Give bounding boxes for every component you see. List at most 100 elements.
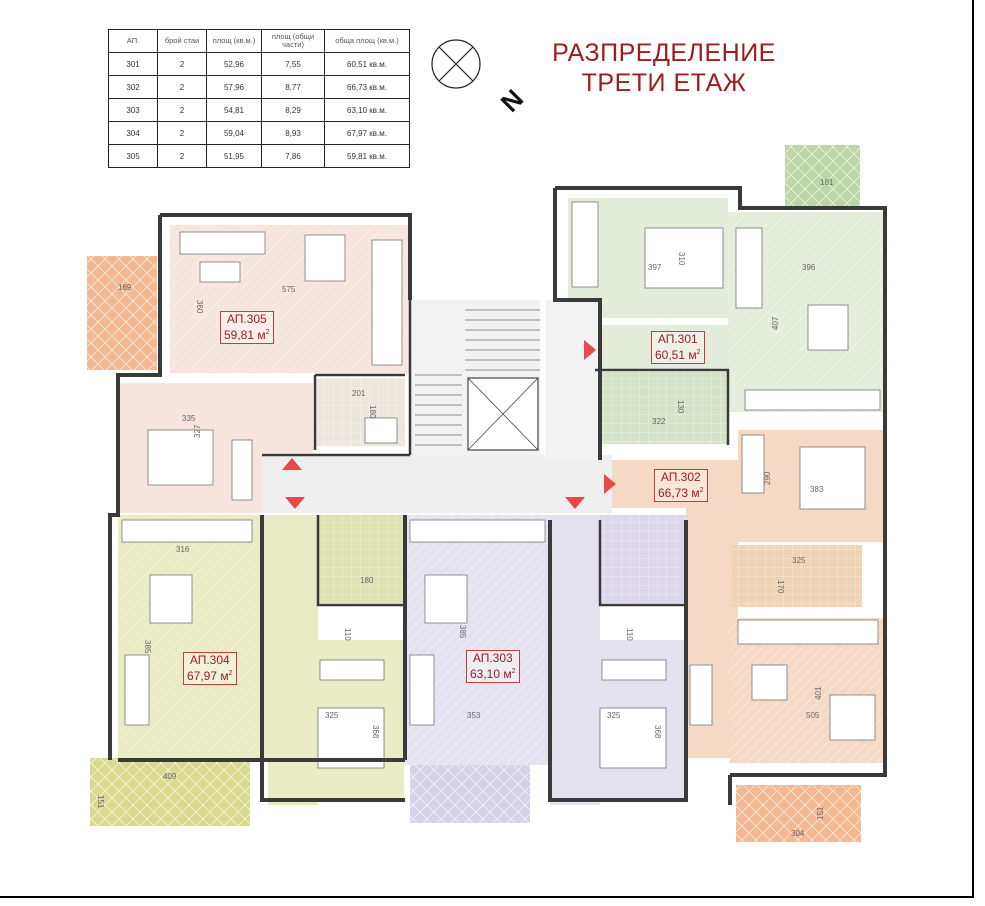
common-area	[262, 300, 612, 513]
apartment-area: 63,10 м	[470, 667, 512, 681]
apartment-area: 59,81 м	[224, 328, 266, 342]
table-cell: 54,81	[206, 98, 262, 122]
ap305-table	[199, 261, 241, 283]
corridor	[262, 455, 612, 513]
apartment-301	[568, 145, 883, 444]
apartment-name: АП.304	[189, 653, 230, 667]
dim: 397	[648, 263, 662, 272]
apartment-area: 66,73 м	[658, 486, 700, 500]
apartment-label-303: АП.303 63,10 м2	[466, 650, 520, 683]
ap301-dining	[807, 304, 849, 351]
table-cell: 2	[157, 144, 207, 168]
area-unit-sup: 2	[699, 487, 704, 494]
ap301-hall	[600, 325, 728, 370]
dim: 401	[814, 686, 823, 700]
apartment-area-line: 66,73 м2	[658, 484, 704, 500]
ap304-kitchen	[121, 519, 253, 543]
ap305-bed	[147, 429, 214, 486]
wall-stair	[262, 300, 412, 457]
table-header: площ (общи части)	[261, 29, 325, 53]
dim: 335	[182, 414, 196, 423]
dim: 169	[118, 283, 132, 292]
dim: 180	[368, 405, 377, 419]
landing	[545, 300, 600, 460]
ap304-sofa	[124, 654, 150, 726]
dim: 130	[676, 400, 685, 414]
ap301-bed	[644, 227, 724, 289]
ap302-armchair	[751, 664, 788, 701]
dim: 110	[625, 628, 634, 641]
wall-bottom	[260, 515, 688, 802]
dim: 290	[763, 471, 772, 485]
ap303-hall	[550, 515, 600, 805]
entry-arrows	[282, 340, 616, 509]
ap301-sofa	[735, 227, 763, 309]
table-header-row: АП. брой стаи площ (кв.м.) площ (общи ча…	[108, 29, 410, 53]
ap304-dining	[149, 574, 193, 624]
apartment-302	[612, 430, 886, 842]
apartment-area: 67,97 м	[187, 669, 229, 683]
apartment-label-302: АП.302 66,73 м2	[654, 469, 708, 502]
dim: 409	[163, 772, 177, 781]
table-cell: 8,29	[261, 98, 325, 122]
ap305-dining	[304, 234, 346, 282]
dim: 385	[458, 625, 467, 639]
ap305-kitchen	[371, 239, 403, 366]
wall-bath	[316, 515, 686, 607]
dim: 368	[653, 725, 662, 739]
table-cell: 303	[108, 98, 158, 122]
ap303-dining	[424, 574, 468, 624]
area-unit-sup: 2	[511, 668, 516, 675]
dim: 151	[96, 795, 105, 809]
table-cell: 301	[108, 52, 158, 76]
table-header: АП.	[108, 29, 158, 53]
ap301-kitchen	[744, 389, 881, 411]
table-cell: 302	[108, 75, 158, 99]
stair-steps	[415, 309, 540, 446]
dim: 505	[806, 711, 820, 720]
dim: 170	[776, 580, 785, 594]
dim: 325	[607, 711, 621, 720]
area-unit-sup: 2	[228, 670, 233, 677]
ap302-wardrobe	[741, 434, 765, 494]
table-cell: 60,51 кв.м.	[324, 52, 410, 76]
ap304-wardrobe	[319, 659, 385, 681]
dim: 396	[802, 263, 816, 272]
dim: 575	[282, 285, 296, 294]
apartment-area-line: 63,10 м2	[470, 665, 516, 681]
walls	[108, 186, 887, 805]
arrow-ap302	[604, 474, 616, 494]
dim: 110	[343, 628, 352, 641]
table-cell: 59,81 кв.м.	[324, 144, 410, 168]
ap302-dining	[829, 694, 876, 741]
apartment-area-line: 67,97 м2	[187, 667, 233, 683]
arrow-ap301	[584, 340, 596, 360]
dim: 310	[677, 252, 686, 266]
ap304-hall	[268, 515, 318, 805]
table-cell: 2	[157, 52, 207, 76]
title-line-2: ТРЕТИ ЕТАЖ	[581, 69, 747, 97]
table-header: площ (кв.м.)	[206, 29, 262, 53]
table-cell: 52,96	[206, 52, 262, 76]
apartment-label-304: АП.304 67,97 м2	[183, 652, 237, 685]
wall-right	[555, 186, 887, 805]
dim: 316	[176, 545, 190, 554]
table-cell: 8,77	[261, 75, 325, 99]
apartment-name: АП.302	[660, 470, 701, 484]
compass-north-label: N	[495, 83, 529, 117]
apartment-304	[90, 515, 404, 826]
dim: 327	[193, 424, 202, 438]
arrow-ap305	[282, 458, 302, 470]
apartment-name: АП.301	[657, 332, 698, 346]
ap302-hall	[612, 460, 738, 508]
ap305-shower	[364, 417, 398, 444]
table-cell: 7,86	[261, 144, 325, 168]
apartment-name: АП.305	[226, 312, 267, 326]
ap305-sofa	[179, 231, 266, 255]
compass-circle	[431, 39, 481, 89]
